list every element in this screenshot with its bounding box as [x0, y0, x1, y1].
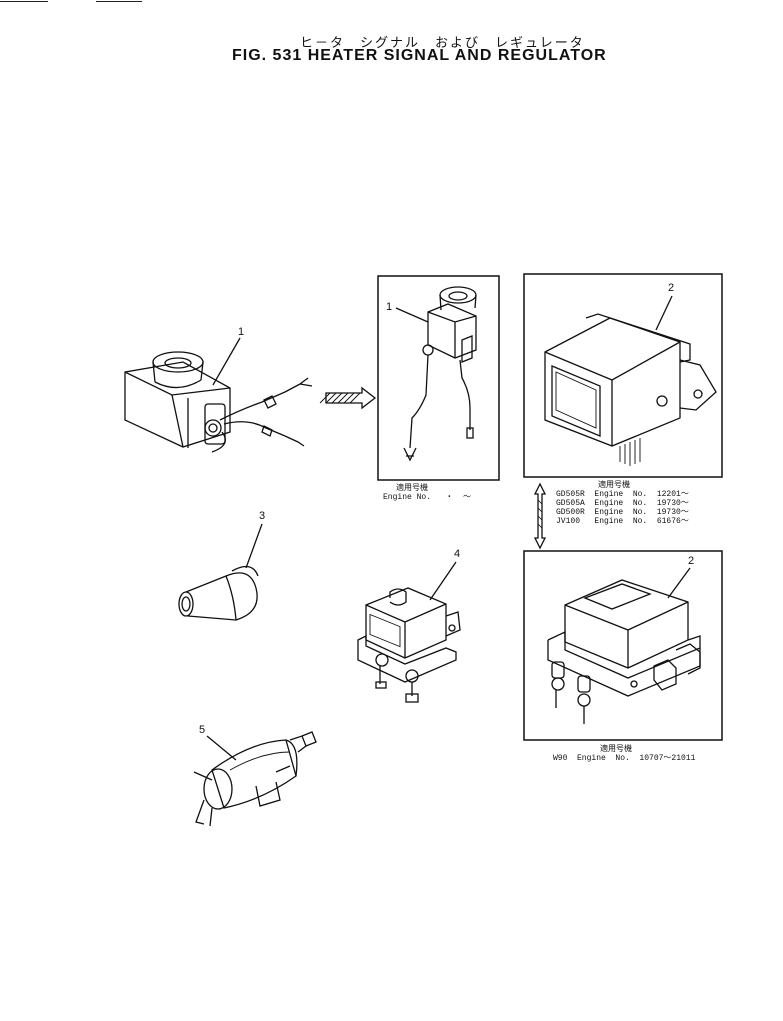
solenoid-part-5[interactable]: [193, 731, 317, 827]
regulator-part-2-lower[interactable]: [547, 579, 701, 724]
box2-engine-row-1: GD505R Engine No. 12201～: [556, 490, 689, 499]
leader-1-main: [212, 337, 241, 386]
double-arrow-vertical: [533, 482, 547, 550]
figure-title: FIG. 531 HEATER SIGNAL AND REGULATOR: [232, 47, 607, 64]
box3-jp-note: 適用号機: [600, 745, 632, 754]
leader-5: [206, 735, 237, 761]
corner-rule-right: [96, 1, 142, 2]
leader-4: [429, 561, 457, 601]
box2-engine-row-4: JV100 Engine No. 61676～: [556, 517, 689, 526]
leader-2-bottom: [667, 567, 691, 599]
boot-part-3[interactable]: [178, 565, 259, 621]
box1-engine-note: Engine No. ・ ～: [383, 493, 472, 502]
callout-3: 3: [259, 510, 266, 522]
detail-box-2: [523, 273, 723, 478]
corner-rule-left: [0, 1, 48, 2]
japanese-title: ヒ－タ シグナル および レギュレータ: [300, 36, 585, 51]
leader-2-top: [655, 295, 673, 331]
detail-box-3: [523, 550, 723, 741]
callout-2-top: 2: [668, 282, 675, 294]
box3-engine-note: W90 Engine No. 10707～21011: [553, 754, 696, 763]
box2-engine-row-2: GD505A Engine No. 19730～: [556, 499, 689, 508]
callout-4: 4: [454, 548, 461, 560]
callout-2-bottom: 2: [688, 555, 695, 567]
callout-5: 5: [199, 724, 206, 736]
leader-1-box: [395, 307, 429, 323]
heater-signal-part-1[interactable]: [124, 351, 313, 453]
regulator-part-2-upper[interactable]: [544, 313, 717, 466]
callout-1-box: 1: [386, 301, 393, 313]
detail-box-1: [377, 275, 500, 481]
box2-engine-row-3: GD500R Engine No. 19730～: [556, 508, 689, 517]
box1-jp-note: 適用号機: [396, 484, 428, 493]
relay-part-4[interactable]: [357, 587, 461, 703]
leader-3: [245, 523, 263, 569]
box2-jp-note: 適用号機: [598, 481, 630, 490]
heater-signal-part-1-detail[interactable]: [403, 286, 477, 462]
callout-1-main: 1: [238, 326, 245, 338]
arrow-right: [319, 386, 377, 410]
